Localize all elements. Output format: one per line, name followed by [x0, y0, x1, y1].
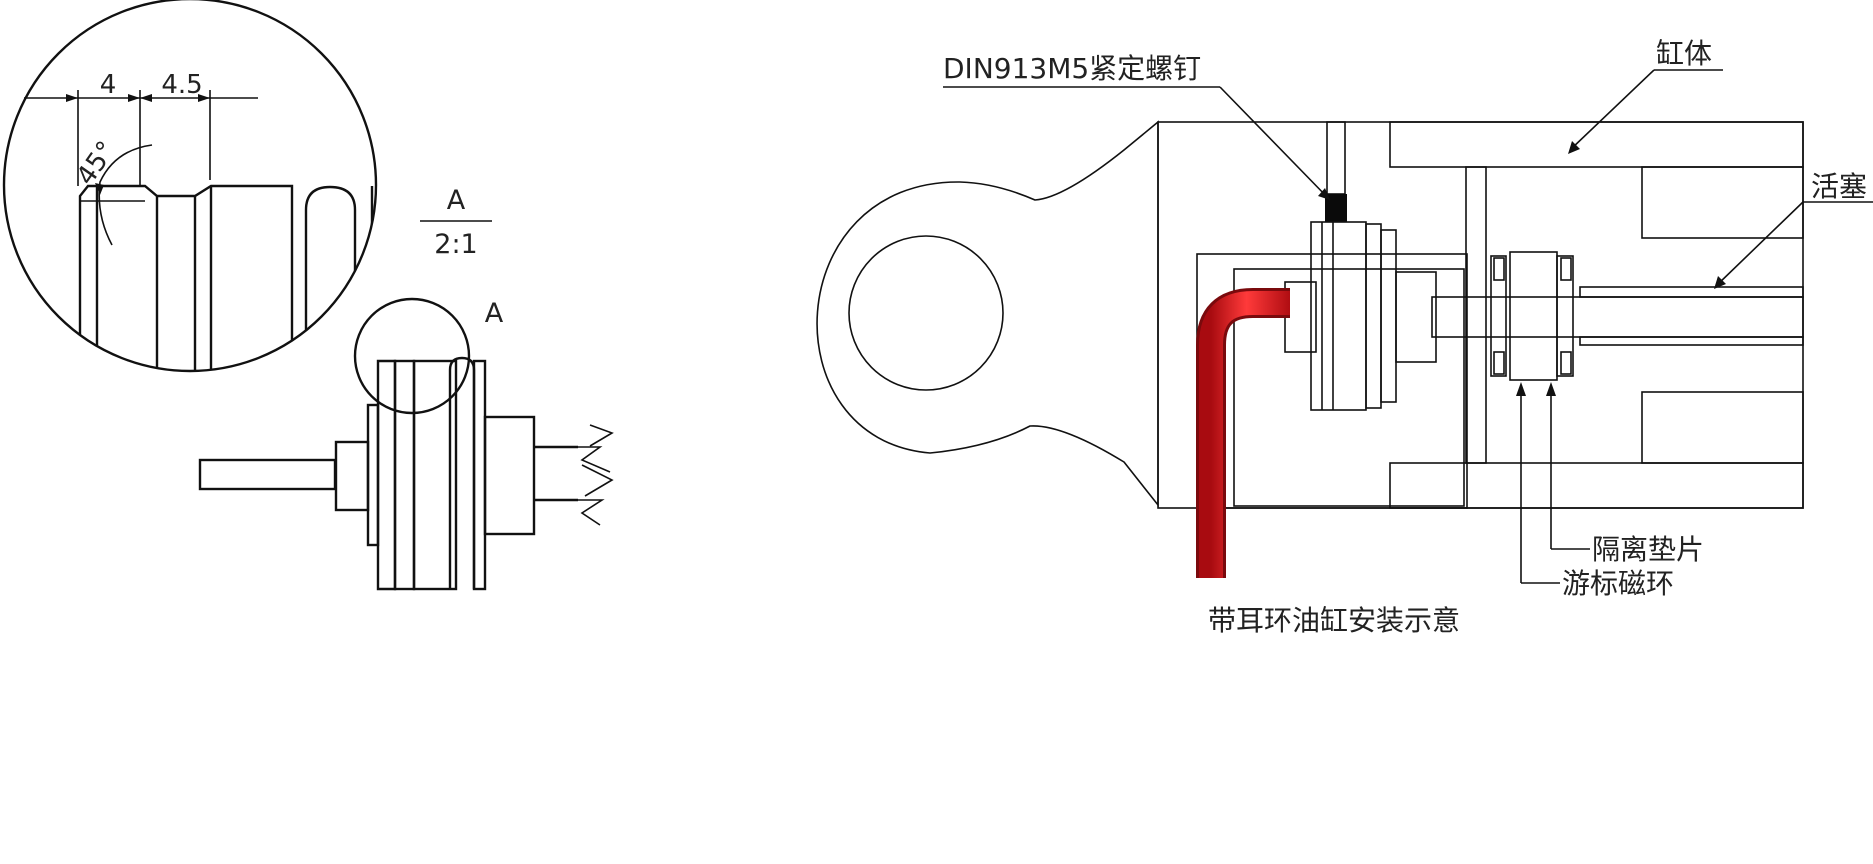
- break-line-bottom: [578, 499, 605, 526]
- sensor-seal-ring: [1365, 223, 1382, 409]
- eye-bore: [848, 235, 1004, 391]
- sensor-rod: [1431, 296, 1804, 338]
- sensor-boss: [1395, 271, 1437, 363]
- magnet-ring-label: 游标磁环: [1562, 567, 1674, 600]
- piston-label: 活塞: [1811, 170, 1867, 203]
- dimension-lines: [24, 90, 258, 246]
- cylinder-wall: [1465, 166, 1487, 464]
- scale-label: 2:1: [434, 229, 477, 260]
- view-letter-label: A: [447, 185, 466, 216]
- detail-view-a: 4 4.5 45° A 2:1: [2, 0, 492, 373]
- set-screw-label: DIN913M5紧定螺钉: [943, 52, 1201, 85]
- piston-upper: [1641, 166, 1804, 239]
- detail-groove-profile: [78, 184, 374, 371]
- set-screw-tip: [1325, 194, 1347, 222]
- dim-right-label: 4.5: [161, 70, 202, 100]
- cylinder-assembly: [816, 120, 1804, 578]
- red-cable: [1199, 291, 1290, 578]
- rod-eye: [816, 120, 1159, 508]
- leader-lines: [943, 69, 1873, 584]
- set-screw-shaft: [1326, 121, 1346, 195]
- spacer-label: 隔离垫片: [1592, 533, 1704, 566]
- piston-side-view: A: [198, 297, 614, 591]
- spacer-disc: [1490, 255, 1507, 377]
- dim-left-label: 4: [100, 70, 117, 100]
- sensor-head-flange: [1310, 221, 1367, 411]
- detail-circle: [2, 0, 378, 373]
- assembly-caption: 带耳环油缸安装示意: [1208, 604, 1460, 637]
- detail-callout-circle: [353, 297, 471, 415]
- piston-lower: [1641, 391, 1804, 464]
- magnet-ring: [1509, 251, 1558, 381]
- cylinder-body-label: 缸体: [1656, 37, 1712, 70]
- callout-letter-label: A: [485, 298, 504, 329]
- break-line-top: [578, 446, 611, 473]
